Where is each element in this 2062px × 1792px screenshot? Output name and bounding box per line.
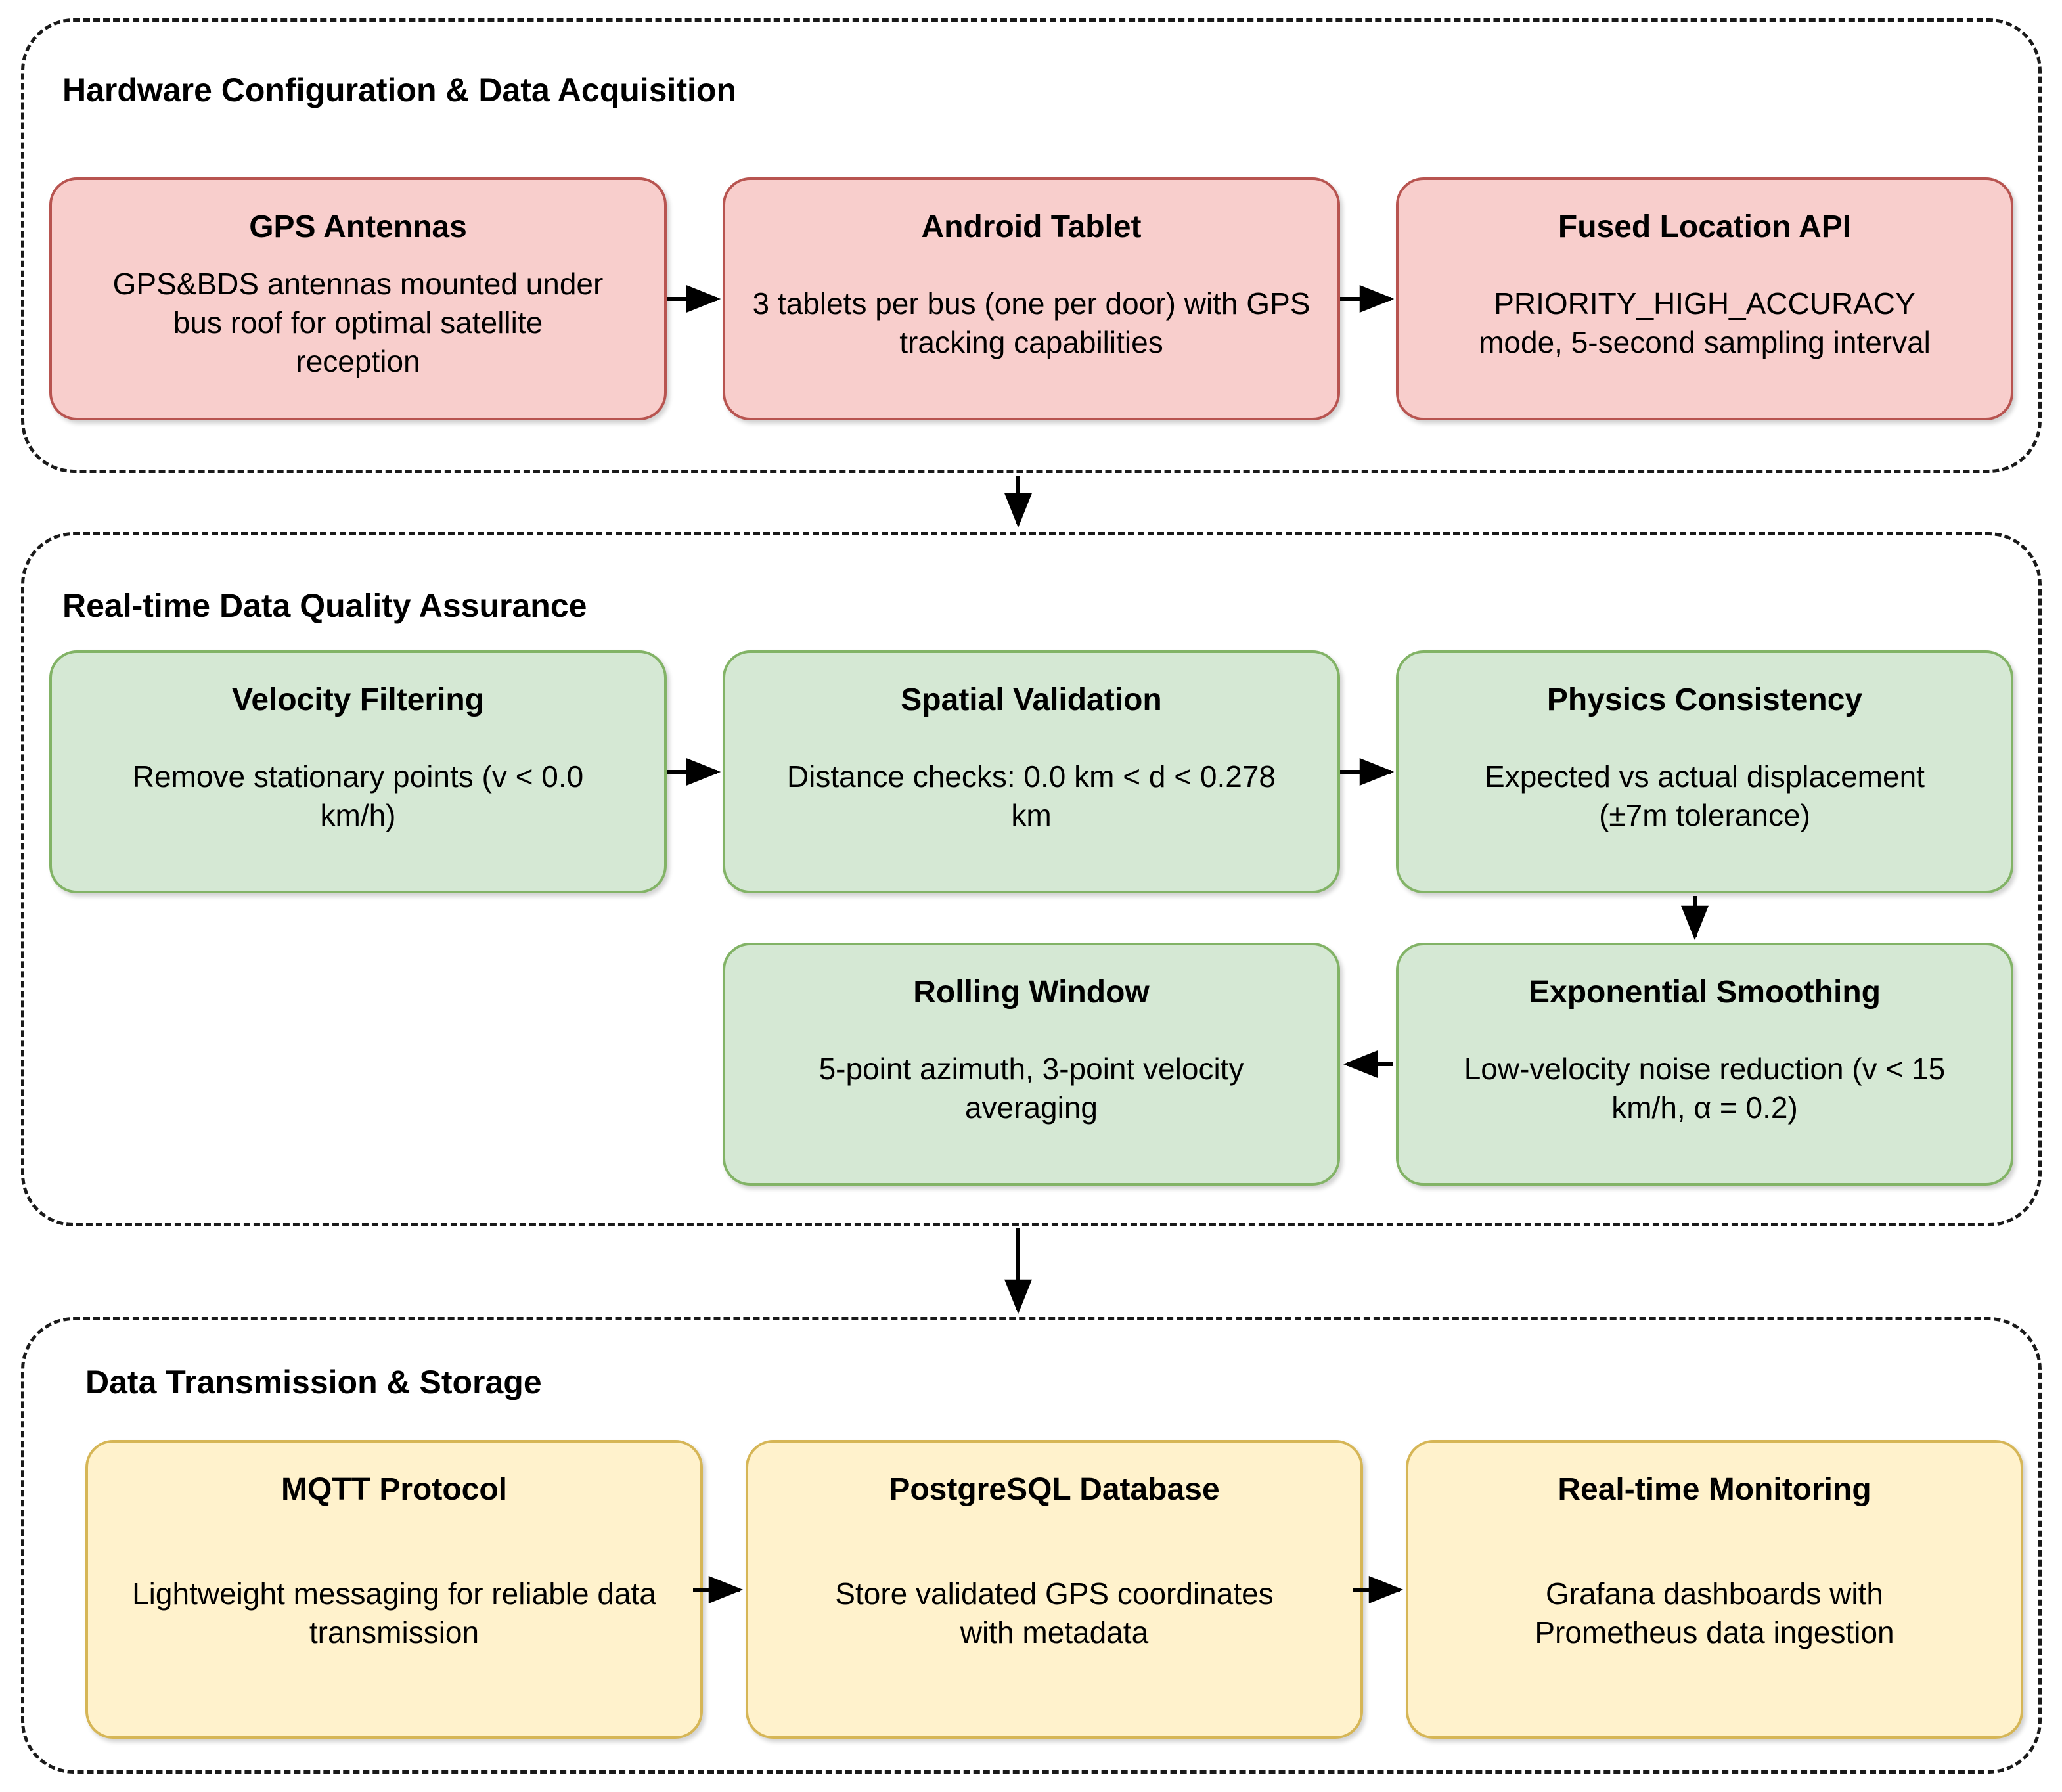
node-title: Exponential Smoothing xyxy=(1529,975,1881,1010)
node-body-text: GPS&BDS antennas mounted under bus roof … xyxy=(112,267,604,378)
node-body: PRIORITY_HIGH_ACCURACY mode, 5-second sa… xyxy=(1399,245,2011,418)
node-velocity-filtering: Velocity Filtering Remove stationary poi… xyxy=(49,650,667,893)
node-body-text: 5-point azimuth, 3-point velocity averag… xyxy=(818,1051,1244,1125)
node-physics-consistency: Physics Consistency Expected vs actual d… xyxy=(1396,650,2013,893)
node-body: Low-velocity noise reduction (v < 15 km/… xyxy=(1399,1010,2011,1183)
node-spatial-validation: Spatial Validation Distance checks: 0.0 … xyxy=(723,650,1340,893)
section-hardware-configuration xyxy=(21,18,2042,473)
node-body: 5-point azimuth, 3-point velocity averag… xyxy=(725,1010,1337,1183)
section-title-quality: Real-time Data Quality Assurance xyxy=(62,587,587,624)
node-body-text: Lightweight messaging for reliable data … xyxy=(132,1577,656,1649)
section-data-quality-assurance xyxy=(21,532,2042,1226)
node-body: GPS&BDS antennas mounted under bus roof … xyxy=(52,245,664,418)
node-realtime-monitoring: Real-time Monitoring Grafana dashboards … xyxy=(1406,1440,2023,1739)
node-body: Distance checks: 0.0 km < d < 0.278 km xyxy=(725,718,1337,891)
node-title: GPS Antennas xyxy=(249,210,467,244)
node-rolling-window: Rolling Window 5-point azimuth, 3-point … xyxy=(723,943,1340,1186)
node-body-text: PRIORITY_HIGH_ACCURACY mode, 5-second sa… xyxy=(1479,286,1931,359)
node-body-text: Distance checks: 0.0 km < d < 0.278 km xyxy=(786,759,1276,832)
node-body: Expected vs actual displacement (±7m tol… xyxy=(1399,718,2011,891)
node-title: Physics Consistency xyxy=(1546,683,1863,717)
node-title: Spatial Validation xyxy=(901,683,1162,717)
node-title: Android Tablet xyxy=(921,210,1142,244)
node-body-text: Expected vs actual displacement (±7m tol… xyxy=(1485,759,1925,832)
node-title: Velocity Filtering xyxy=(231,683,485,717)
section-transmission-storage xyxy=(21,1317,2042,1774)
node-mqtt-protocol: MQTT Protocol Lightweight messaging for … xyxy=(85,1440,703,1739)
node-title: PostgreSQL Database xyxy=(889,1472,1220,1507)
node-body-text: Remove stationary points (v < 0.0 km/h) xyxy=(132,759,584,832)
section-title-storage: Data Transmission & Storage xyxy=(85,1364,542,1400)
node-body-text: Store validated GPS coordinates with met… xyxy=(835,1577,1274,1649)
node-exponential-smoothing: Exponential Smoothing Low-velocity noise… xyxy=(1396,943,2013,1186)
node-gps-antennas: GPS Antennas GPS&BDS antennas mounted un… xyxy=(49,177,667,420)
node-title: Rolling Window xyxy=(913,975,1150,1010)
node-body-text: Grafana dashboards with Prometheus data … xyxy=(1535,1577,1894,1649)
node-title: MQTT Protocol xyxy=(281,1472,507,1507)
node-body-text: 3 tablets per bus (one per door) with GP… xyxy=(752,286,1311,359)
section-title-hardware: Hardware Configuration & Data Acquisitio… xyxy=(62,72,737,108)
node-postgresql-database: PostgreSQL Database Store validated GPS … xyxy=(746,1440,1363,1739)
node-title: Fused Location API xyxy=(1558,210,1852,244)
node-body-text: Low-velocity noise reduction (v < 15 km/… xyxy=(1464,1051,1946,1125)
node-android-tablet: Android Tablet 3 tablets per bus (one pe… xyxy=(723,177,1340,420)
node-body: Grafana dashboards with Prometheus data … xyxy=(1408,1508,2021,1736)
node-body: 3 tablets per bus (one per door) with GP… xyxy=(725,245,1337,418)
node-body: Store validated GPS coordinates with met… xyxy=(748,1508,1360,1736)
node-body: Lightweight messaging for reliable data … xyxy=(88,1508,700,1736)
node-body: Remove stationary points (v < 0.0 km/h) xyxy=(52,718,664,891)
node-title: Real-time Monitoring xyxy=(1558,1472,1871,1507)
node-fused-location-api: Fused Location API PRIORITY_HIGH_ACCURAC… xyxy=(1396,177,2013,420)
